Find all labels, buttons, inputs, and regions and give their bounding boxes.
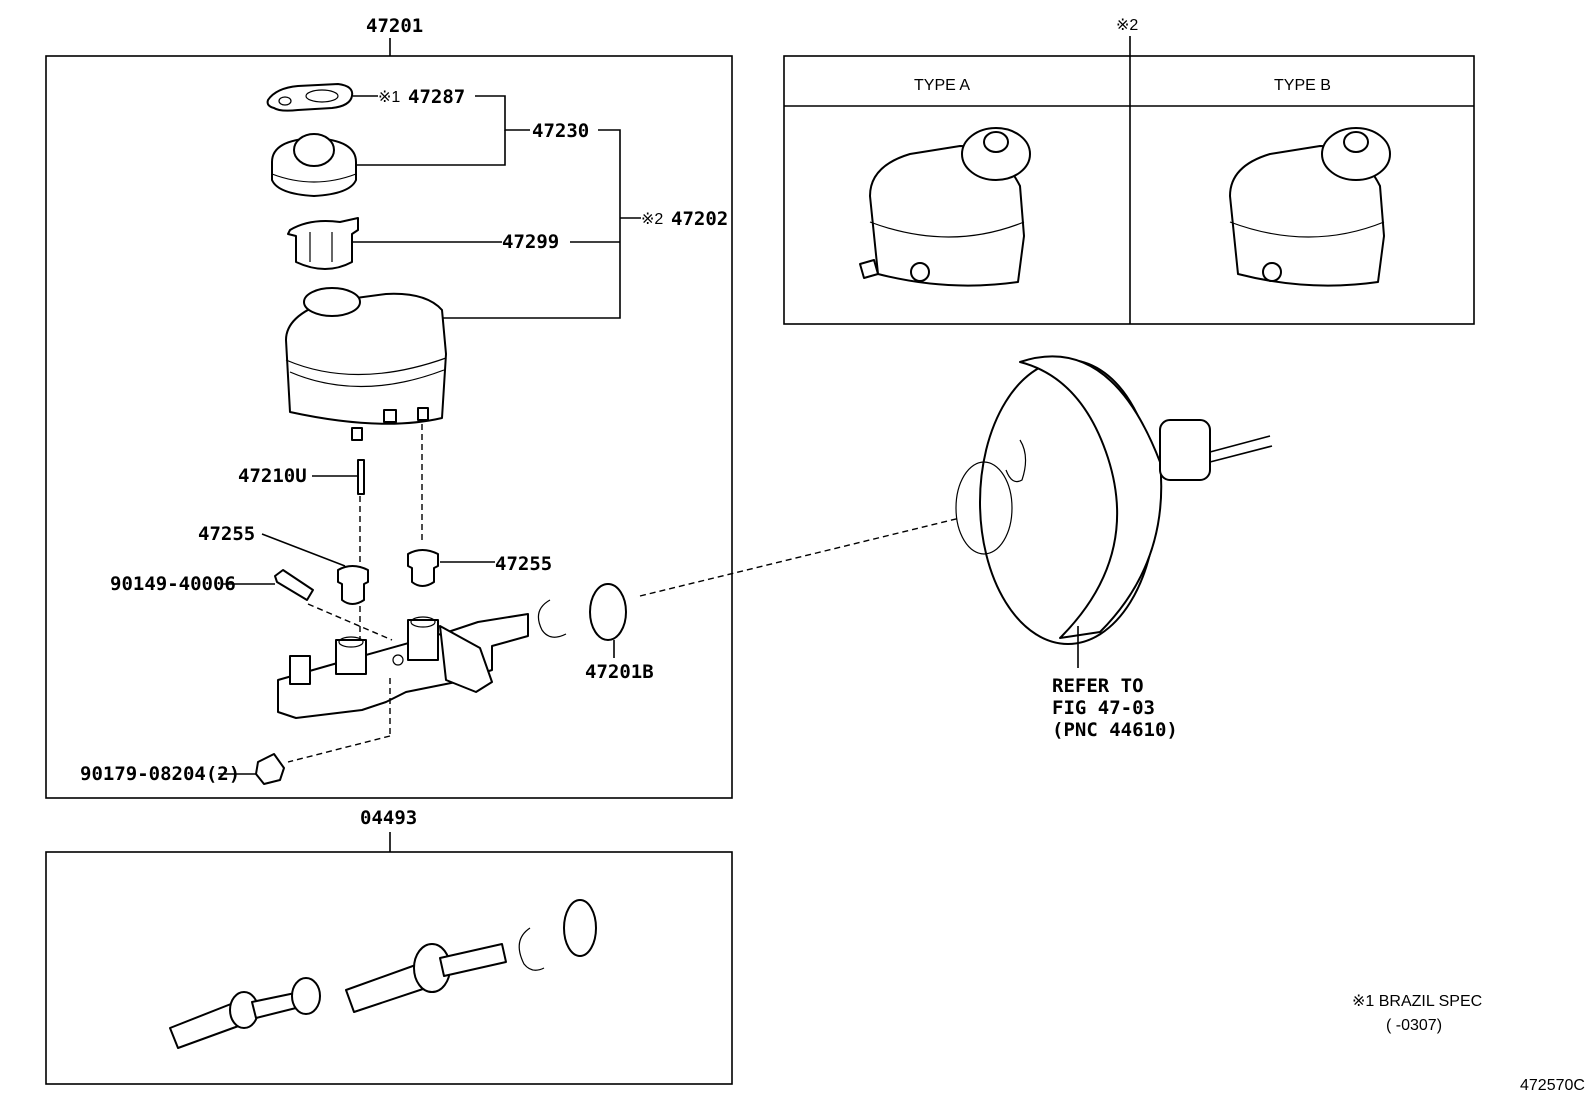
label-47210U[interactable]: 47210U <box>238 465 307 487</box>
refer-line-3[interactable]: (PNC 44610) <box>1052 719 1178 741</box>
oring-47201B-part[interactable] <box>589 583 627 641</box>
dash-screw <box>307 603 393 641</box>
piston-primary-part[interactable] <box>345 943 507 1013</box>
brake-booster-part[interactable] <box>955 355 1273 645</box>
refer-line-1[interactable]: REFER TO <box>1052 675 1144 697</box>
footnote-line-2: ( -0307) <box>1386 1017 1442 1034</box>
dash-plug-h <box>287 735 391 763</box>
refer-line-2[interactable]: FIG 47-03 <box>1052 697 1155 719</box>
reservoir-tank-part[interactable] <box>285 287 447 441</box>
bracket-reservoir <box>440 129 621 319</box>
reservoir-cap-47230-part[interactable] <box>271 133 357 197</box>
label-47299[interactable]: 47299 <box>502 231 559 253</box>
figure-id: 472570C <box>1520 1077 1585 1094</box>
label-assembly-47201[interactable]: 47201 <box>366 15 423 37</box>
label-47230[interactable]: 47230 <box>532 120 589 142</box>
kit-seal-ring[interactable] <box>518 927 545 971</box>
leader-47255-left <box>261 533 346 567</box>
label-47255-left[interactable]: 47255 <box>198 523 255 545</box>
reservoir-type-b-part[interactable] <box>1229 127 1391 287</box>
bracket-47287-47230 <box>475 95 530 131</box>
gasket-47287-part[interactable] <box>266 83 354 112</box>
pin-47210U-part[interactable] <box>357 459 365 495</box>
master-cylinder-body-part[interactable] <box>277 613 529 719</box>
grommet-47255-right-part[interactable] <box>407 549 439 587</box>
label-kit-04493[interactable]: 04493 <box>360 807 417 829</box>
dash-to-booster <box>639 517 961 597</box>
label-90179-08204[interactable]: 90179-08204(2) <box>80 763 240 785</box>
strainer-47299-part[interactable] <box>287 217 359 270</box>
footnote-line-1: ※1 BRAZIL SPEC <box>1352 993 1482 1010</box>
variant-frame <box>783 55 1475 325</box>
type-a-header[interactable]: TYPE A <box>914 77 970 94</box>
note-mark-47202: ※2 <box>641 211 663 228</box>
note-mark-variants: ※2 <box>1116 17 1138 34</box>
reservoir-type-a-part[interactable] <box>859 127 1031 287</box>
piston-secondary-part[interactable] <box>169 977 321 1049</box>
label-90149-40006[interactable]: 90149-40006 <box>110 573 236 595</box>
label-47287[interactable]: 47287 <box>408 86 465 108</box>
grommet-47255-left-part[interactable] <box>337 565 369 605</box>
screw-90149-40006-part[interactable] <box>274 569 314 601</box>
kit-oring[interactable] <box>563 899 597 957</box>
leader-cap <box>356 130 506 166</box>
label-47201B[interactable]: 47201B <box>585 661 654 683</box>
label-47255-right[interactable]: 47255 <box>495 553 552 575</box>
master-cylinder-frame <box>45 55 733 799</box>
seal-ring-part[interactable] <box>537 599 567 638</box>
kit-frame <box>45 851 733 1085</box>
plug-90179-08204-part[interactable] <box>255 753 285 785</box>
note-mark-47287: ※1 <box>378 89 400 106</box>
label-47202[interactable]: 47202 <box>671 208 728 230</box>
type-b-header[interactable]: TYPE B <box>1274 77 1331 94</box>
